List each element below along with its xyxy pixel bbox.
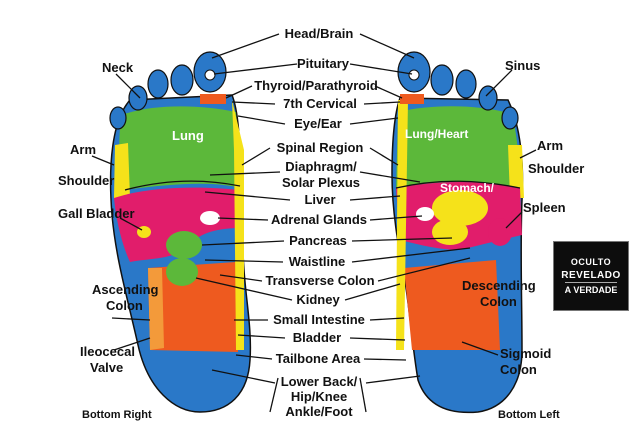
label-gall-bladder: Gall Bladder <box>58 206 135 221</box>
label-descending-1: Descending <box>462 278 536 293</box>
label-tailbone: Tailbone Area <box>276 351 361 366</box>
toe-right-2 <box>170 64 194 96</box>
zone-label-stomach: Stomach/ <box>440 181 495 195</box>
label-neck: Neck <box>102 60 134 75</box>
diaphragm-line-right <box>124 180 241 191</box>
zone-spine-right <box>232 100 244 350</box>
label-adrenal: Adrenal Glands <box>271 212 367 227</box>
zone-label-lung-heart: Lung/Heart <box>405 127 468 141</box>
watermark-line-2: REVELADO <box>561 269 621 281</box>
label-diaphragm-2: Solar Plexus <box>282 175 360 190</box>
zone-spine-left <box>396 100 408 350</box>
toe-left-2 <box>430 64 454 96</box>
zone-spleen <box>488 218 512 246</box>
label-lower-back-2: Hip/Knee <box>291 389 347 404</box>
diaphragm-line-left <box>395 180 521 189</box>
label-cervical: 7th Cervical <box>283 96 357 111</box>
label-lower-back-1: Lower Back/ <box>281 374 358 389</box>
toe-right-5 <box>109 106 127 130</box>
label-kidney: Kidney <box>296 292 340 307</box>
zone-adrenal <box>200 211 220 225</box>
label-pancreas: Pancreas <box>289 233 347 248</box>
label-liver: Liver <box>304 192 335 207</box>
label-ascending-2: Colon <box>106 298 143 313</box>
label-ileocecal-2: Valve <box>90 360 123 375</box>
zone-lung <box>119 106 240 190</box>
zone-thyroid-right <box>200 94 226 104</box>
toe-right-1-pituitary <box>204 69 216 81</box>
watermark-logo: OCULTO REVELADO A VERDADE <box>553 241 629 311</box>
toe-left-3 <box>455 69 477 99</box>
label-arm-right: Arm <box>537 138 563 153</box>
zone-pancreas <box>166 231 202 259</box>
label-thyroid: Thyroid/Parathyroid <box>254 78 378 93</box>
label-lower-back-3: Ankle/Foot <box>285 404 353 419</box>
label-shoulder-right: Shoulder <box>528 161 584 176</box>
watermark-line-1: OCULTO <box>570 256 612 267</box>
label-sigmoid-2: Colon <box>500 362 537 377</box>
zone-thyroid-left <box>400 94 424 104</box>
label-head-brain: Head/Brain <box>285 26 354 41</box>
label-bottom-right: Bottom Right <box>82 409 152 421</box>
label-descending-2: Colon <box>480 294 517 309</box>
zone-label-lung: Lung <box>172 128 204 143</box>
label-ileocecal-1: Ileocecal <box>80 344 135 359</box>
watermark-line-3: A VERDADE <box>564 281 618 297</box>
label-pituitary: Pituitary <box>297 56 350 71</box>
toe-left-1-pituitary <box>408 69 420 81</box>
zone-stomach <box>432 190 488 226</box>
zone-descending-colon <box>404 260 500 350</box>
label-small-intestine: Small Intestine <box>273 312 365 327</box>
label-waistline: Waistline <box>289 254 346 269</box>
label-bladder: Bladder <box>293 330 341 345</box>
label-transverse: Transverse Colon <box>265 273 374 288</box>
zone-kidney <box>166 258 198 286</box>
label-shoulder-left: Shoulder <box>58 173 114 188</box>
label-spleen: Spleen <box>523 200 566 215</box>
label-arm-left: Arm <box>70 142 96 157</box>
label-bottom-left: Bottom Left <box>498 409 560 421</box>
zone-shoulder-left <box>508 145 524 198</box>
label-spinal: Spinal Region <box>277 140 364 155</box>
center-labels: Head/Brain Pituitary Thyroid/Parathyroid… <box>254 26 378 419</box>
foot-left: Lung/Heart Stomach/ <box>391 51 524 414</box>
leader-lines <box>91 33 537 413</box>
toe-left-4 <box>478 85 498 111</box>
label-sinus: Sinus <box>505 58 540 73</box>
label-sigmoid-1: Sigmoid <box>500 346 551 361</box>
label-eye-ear: Eye/Ear <box>294 116 342 131</box>
label-diaphragm-1: Diaphragm/ <box>285 159 357 174</box>
zone-lung-heart <box>396 106 519 188</box>
zone-small-intestine <box>148 262 238 352</box>
zone-ascending-colon <box>148 268 164 350</box>
toe-left-5 <box>501 106 519 130</box>
side-labels: Neck Sinus Arm Shoulder Arm Shoulder Gal… <box>58 58 584 421</box>
zone-pancreas-left <box>432 219 468 245</box>
toe-right-3 <box>147 69 169 99</box>
zone-shoulder-right <box>114 143 130 198</box>
label-ascending-1: Ascending <box>92 282 159 297</box>
zone-adrenal-left <box>416 207 434 221</box>
zone-liver <box>114 187 240 262</box>
